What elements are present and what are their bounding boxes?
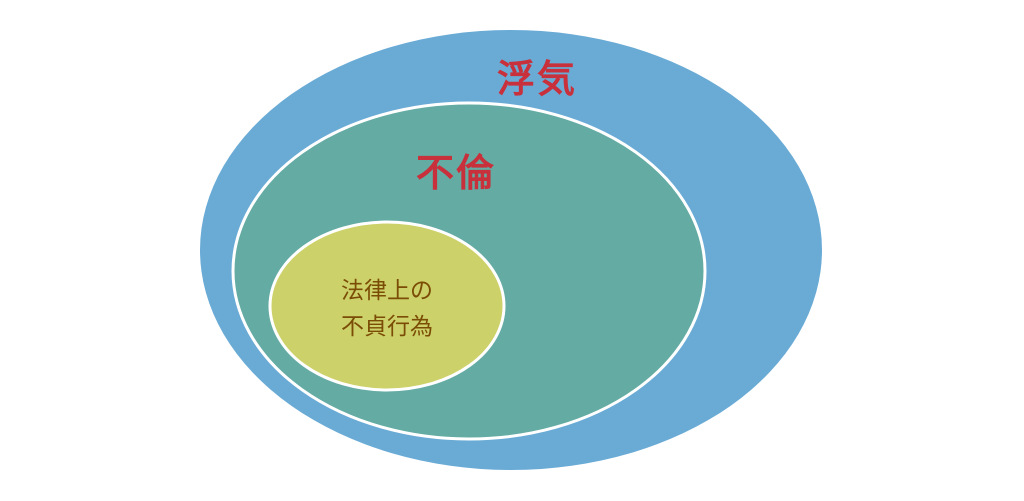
inner-set-label: 法律上の 不貞行為 — [327, 273, 447, 345]
inner-ellipse-futei — [268, 220, 506, 392]
outer-set-label: 浮気 — [497, 57, 578, 101]
middle-set-label: 不倫 — [416, 151, 497, 195]
inner-label-line2: 不貞行為 — [341, 314, 433, 340]
inner-label-line1: 法律上の — [341, 278, 433, 304]
